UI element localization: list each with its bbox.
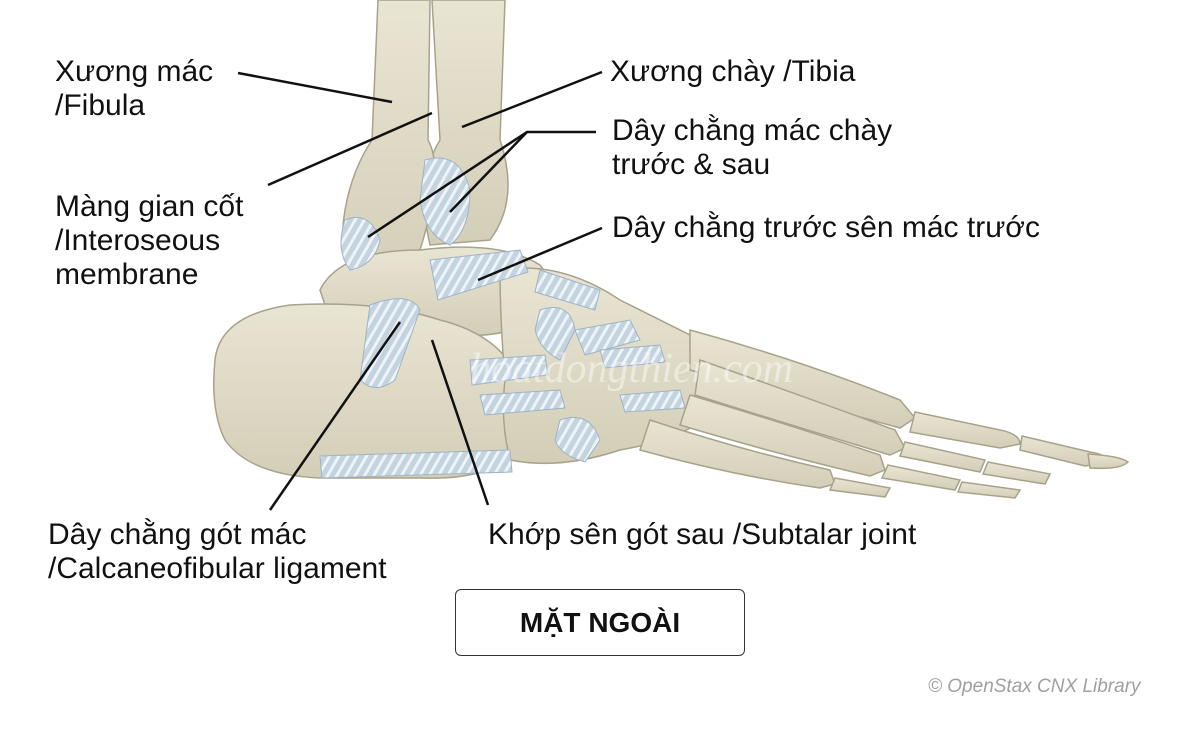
metatarsal-bones <box>639 329 917 489</box>
label-calcaneofibular-ligament: Dây chằng gót mác/Calcaneofibular ligame… <box>48 518 387 585</box>
label-subtalar-joint: Khớp sên gót sau /Subtalar joint <box>488 518 917 551</box>
label-tibia: Xương chày /Tibia <box>610 55 856 88</box>
label-fibula: Xương mác/Fibula <box>55 55 214 122</box>
view-title: MẶT NGOÀI <box>519 606 681 638</box>
credit-text: © OpenStax CNX Library <box>928 676 1141 697</box>
phalanges-bones <box>828 411 1130 499</box>
leader-lines <box>237 70 603 511</box>
ligaments <box>319 157 686 479</box>
label-talofibular-ligament: Dây chằng trước sên mác trước <box>612 211 1040 244</box>
view-title-box: MẶT NGOÀI <box>455 589 745 656</box>
